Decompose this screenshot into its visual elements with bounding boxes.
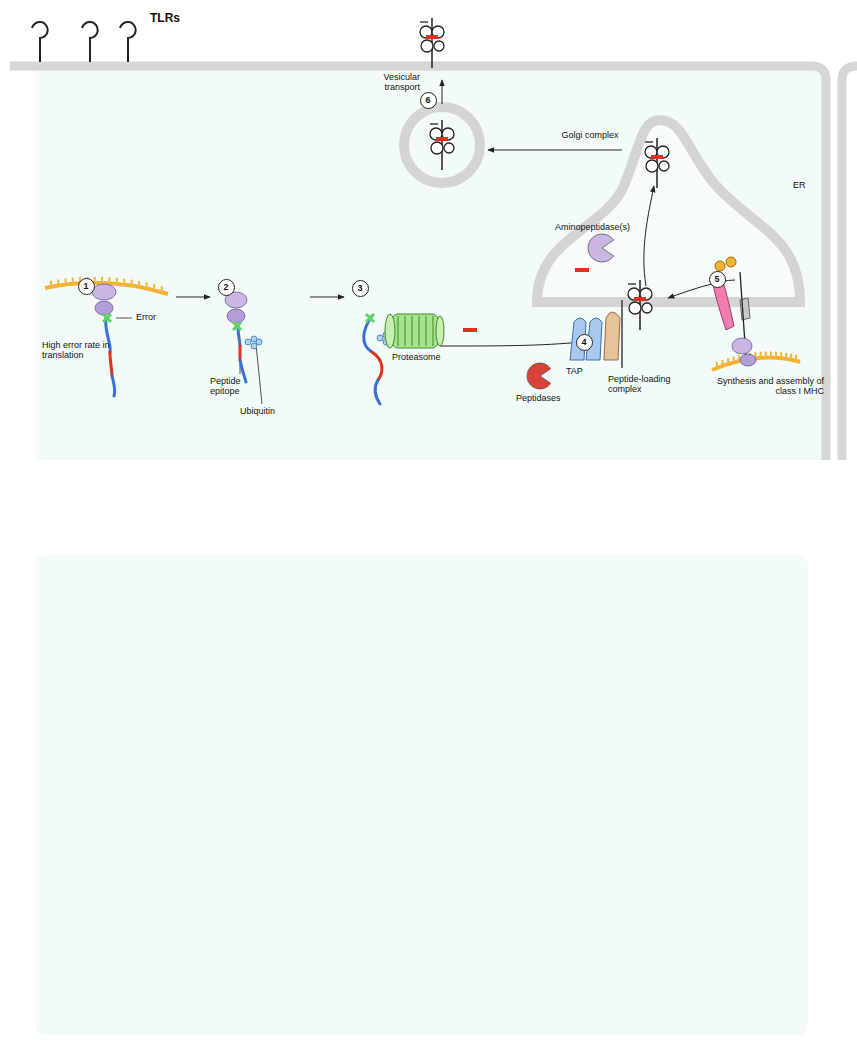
mhc-class-i bbox=[645, 138, 669, 188]
peptide bbox=[463, 328, 477, 332]
tlr-receptors bbox=[32, 22, 136, 62]
aminopeptidase bbox=[588, 234, 614, 262]
callout-circle: 4 bbox=[576, 334, 593, 351]
callout-label: Peptidases bbox=[516, 393, 586, 403]
callout-label: TLRs bbox=[150, 12, 210, 26]
callout-circle: 5 bbox=[709, 271, 726, 288]
mhc-class-i bbox=[420, 18, 444, 68]
callout-label: Proteasome bbox=[392, 352, 462, 362]
golgi-vesicle bbox=[404, 107, 480, 183]
ribosome bbox=[227, 309, 245, 323]
mhc-class-i bbox=[628, 280, 652, 330]
callout-label: Aminopeptidase(s) bbox=[555, 222, 645, 232]
callout-label: High error rate in translation bbox=[42, 340, 142, 361]
error-mark bbox=[366, 314, 374, 322]
callout-circle: 1 bbox=[78, 278, 95, 295]
callout-label: Error bbox=[136, 312, 176, 322]
polypeptide-chain bbox=[239, 346, 242, 360]
polypeptide-chain bbox=[375, 380, 380, 404]
proteasome bbox=[385, 314, 444, 348]
callout-number: 5 bbox=[714, 275, 719, 284]
ribosome bbox=[740, 354, 756, 366]
polypeptide-chain bbox=[110, 352, 112, 376]
callout-label: Ubiquitin bbox=[240, 406, 300, 416]
callout-number: 1 bbox=[83, 282, 88, 291]
tap-transporter bbox=[570, 300, 622, 368]
process-arrows bbox=[176, 80, 735, 346]
callout-label: Peptide epitope bbox=[210, 376, 270, 397]
empty-panel bbox=[35, 555, 808, 1035]
callout-label: Peptide-loading complex bbox=[608, 374, 688, 395]
mrna-strand bbox=[712, 352, 800, 370]
polypeptide-chain bbox=[240, 360, 246, 382]
plasma-membrane bbox=[10, 66, 826, 460]
ribosome bbox=[92, 284, 116, 300]
mhc-class-i bbox=[430, 120, 454, 170]
callout-label: ER bbox=[793, 180, 823, 190]
callout-label: Vesicular transport bbox=[352, 72, 420, 93]
polypeptide-chain bbox=[112, 376, 115, 396]
callout-circle: 3 bbox=[352, 280, 369, 297]
callout-circle: 2 bbox=[218, 279, 235, 296]
error-mark bbox=[103, 314, 111, 322]
ribosome bbox=[732, 338, 752, 354]
callout-number: 4 bbox=[581, 338, 586, 347]
callout-number: 3 bbox=[357, 284, 362, 293]
callout-number: 2 bbox=[223, 283, 228, 292]
endoplasmic-reticulum bbox=[537, 120, 800, 302]
callout-number: 6 bbox=[425, 96, 430, 105]
ribosome bbox=[95, 301, 113, 315]
leader-lines bbox=[116, 318, 262, 404]
callout-label: Synthesis and assembly of class I MHC bbox=[712, 376, 824, 397]
polypeptide-chain bbox=[372, 352, 382, 380]
error-mark bbox=[233, 322, 241, 330]
callout-label: TAP bbox=[566, 366, 596, 376]
peptidase bbox=[527, 363, 551, 389]
peptide bbox=[575, 268, 589, 272]
cytoplasm bbox=[35, 70, 822, 460]
ubiquitin bbox=[245, 336, 262, 349]
callout-circle: 6 bbox=[420, 92, 437, 109]
neighbor-membrane bbox=[842, 66, 857, 460]
callout-label: Golgi complex bbox=[560, 130, 620, 140]
